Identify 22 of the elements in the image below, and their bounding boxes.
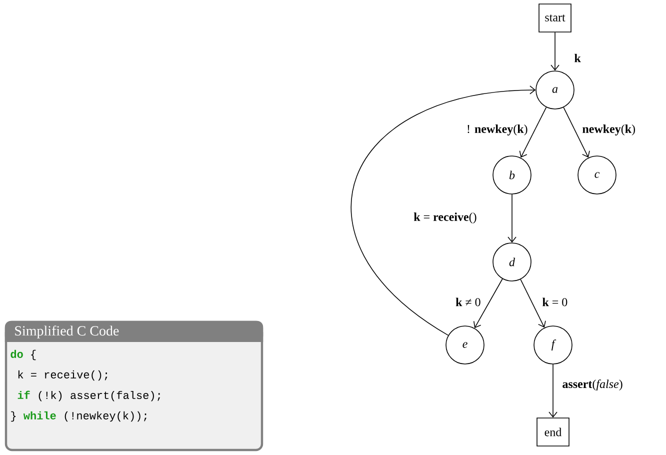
panel-header: Simplified C Code	[4, 320, 264, 342]
arrow	[519, 106, 547, 158]
edge-label: ! newkey(k)	[465, 124, 529, 136]
edge-label: k = receive()	[412, 212, 478, 224]
terminal-box: start	[538, 4, 572, 32]
edge-label: newkey(k)	[581, 124, 637, 136]
edge-label: k	[573, 52, 582, 64]
arrow	[563, 106, 590, 158]
arrow	[550, 32, 560, 71]
arrow	[473, 278, 503, 328]
arrow	[520, 279, 546, 328]
code-line: } while (!newkey(k));	[11, 411, 146, 422]
arrow	[508, 194, 516, 243]
edge-label: k ≠ 0	[454, 296, 482, 308]
arrow	[548, 364, 558, 418]
code-line: k = receive();	[18, 370, 108, 381]
edge-label: k = 0	[541, 296, 569, 308]
code-line: do {	[10, 350, 36, 360]
code-line: if (!k) assert(false);	[18, 390, 160, 402]
terminal-box: end	[536, 418, 570, 446]
edge-label: assert(false)	[561, 378, 624, 392]
arrow	[350, 86, 536, 336]
